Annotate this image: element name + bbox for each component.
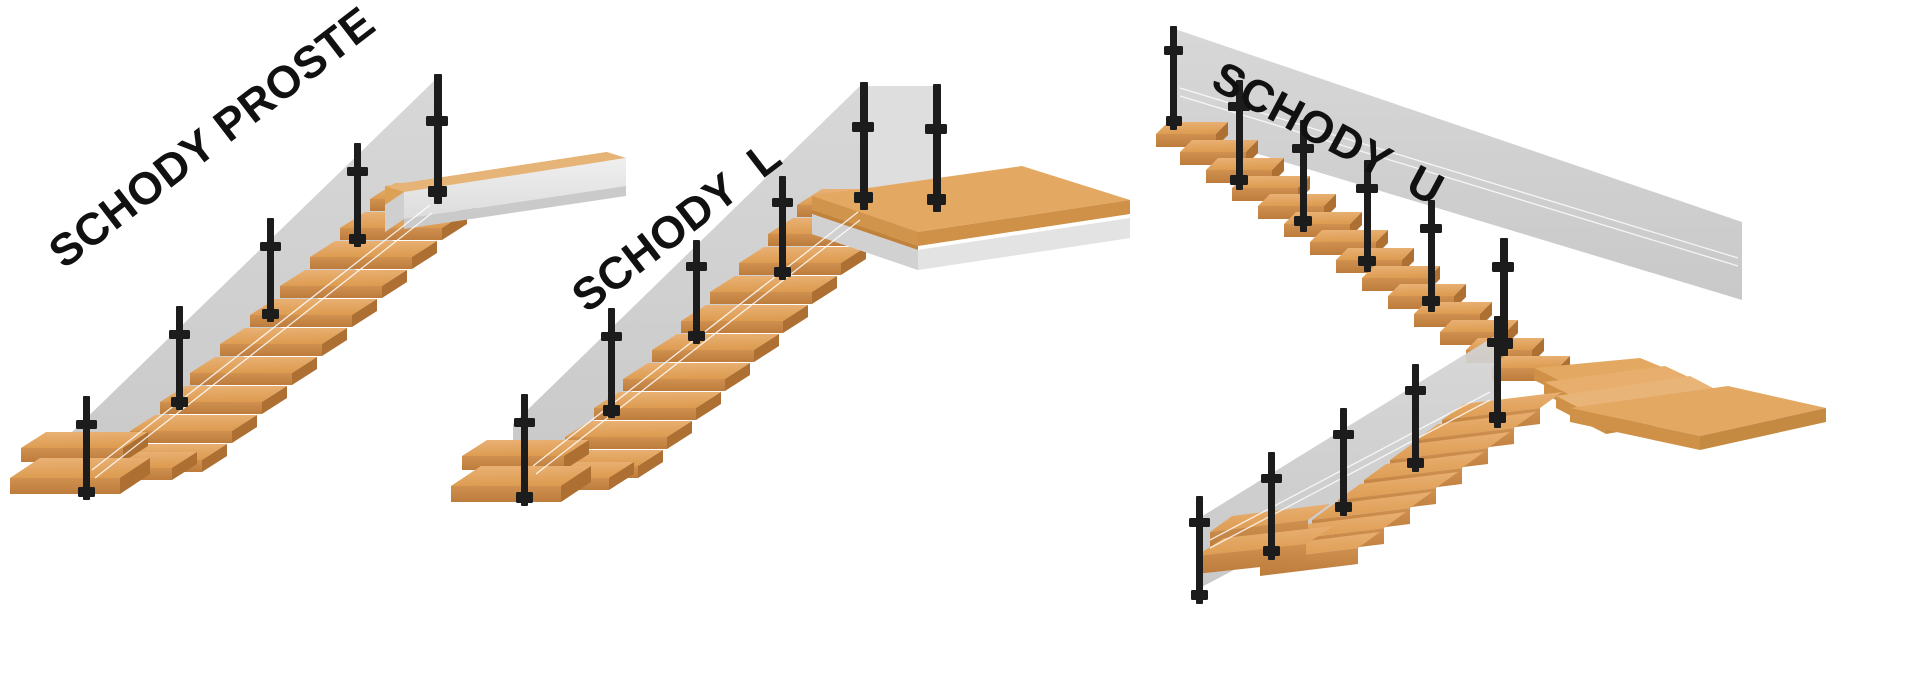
stairs-straight-illustration bbox=[10, 74, 626, 500]
stairs-u-illustration bbox=[1156, 26, 1826, 604]
stairs-l-illustration bbox=[451, 82, 1130, 506]
